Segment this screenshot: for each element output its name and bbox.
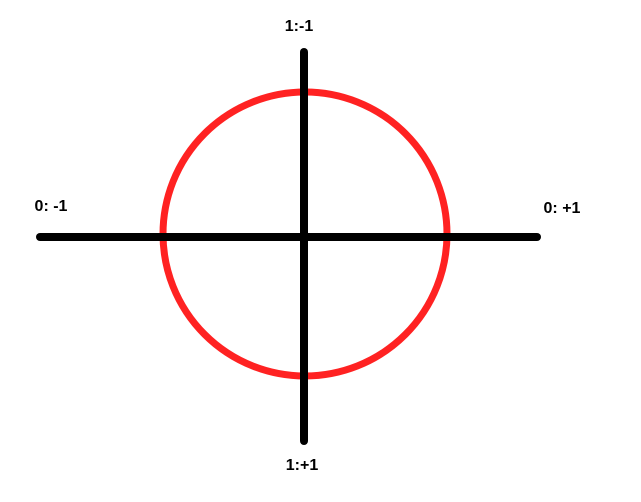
label-left: 0: -1 [35,198,68,215]
label-bottom: 1:+1 [286,457,319,474]
label-right: 0: +1 [544,200,581,217]
label-top: 1:-1 [285,18,314,35]
